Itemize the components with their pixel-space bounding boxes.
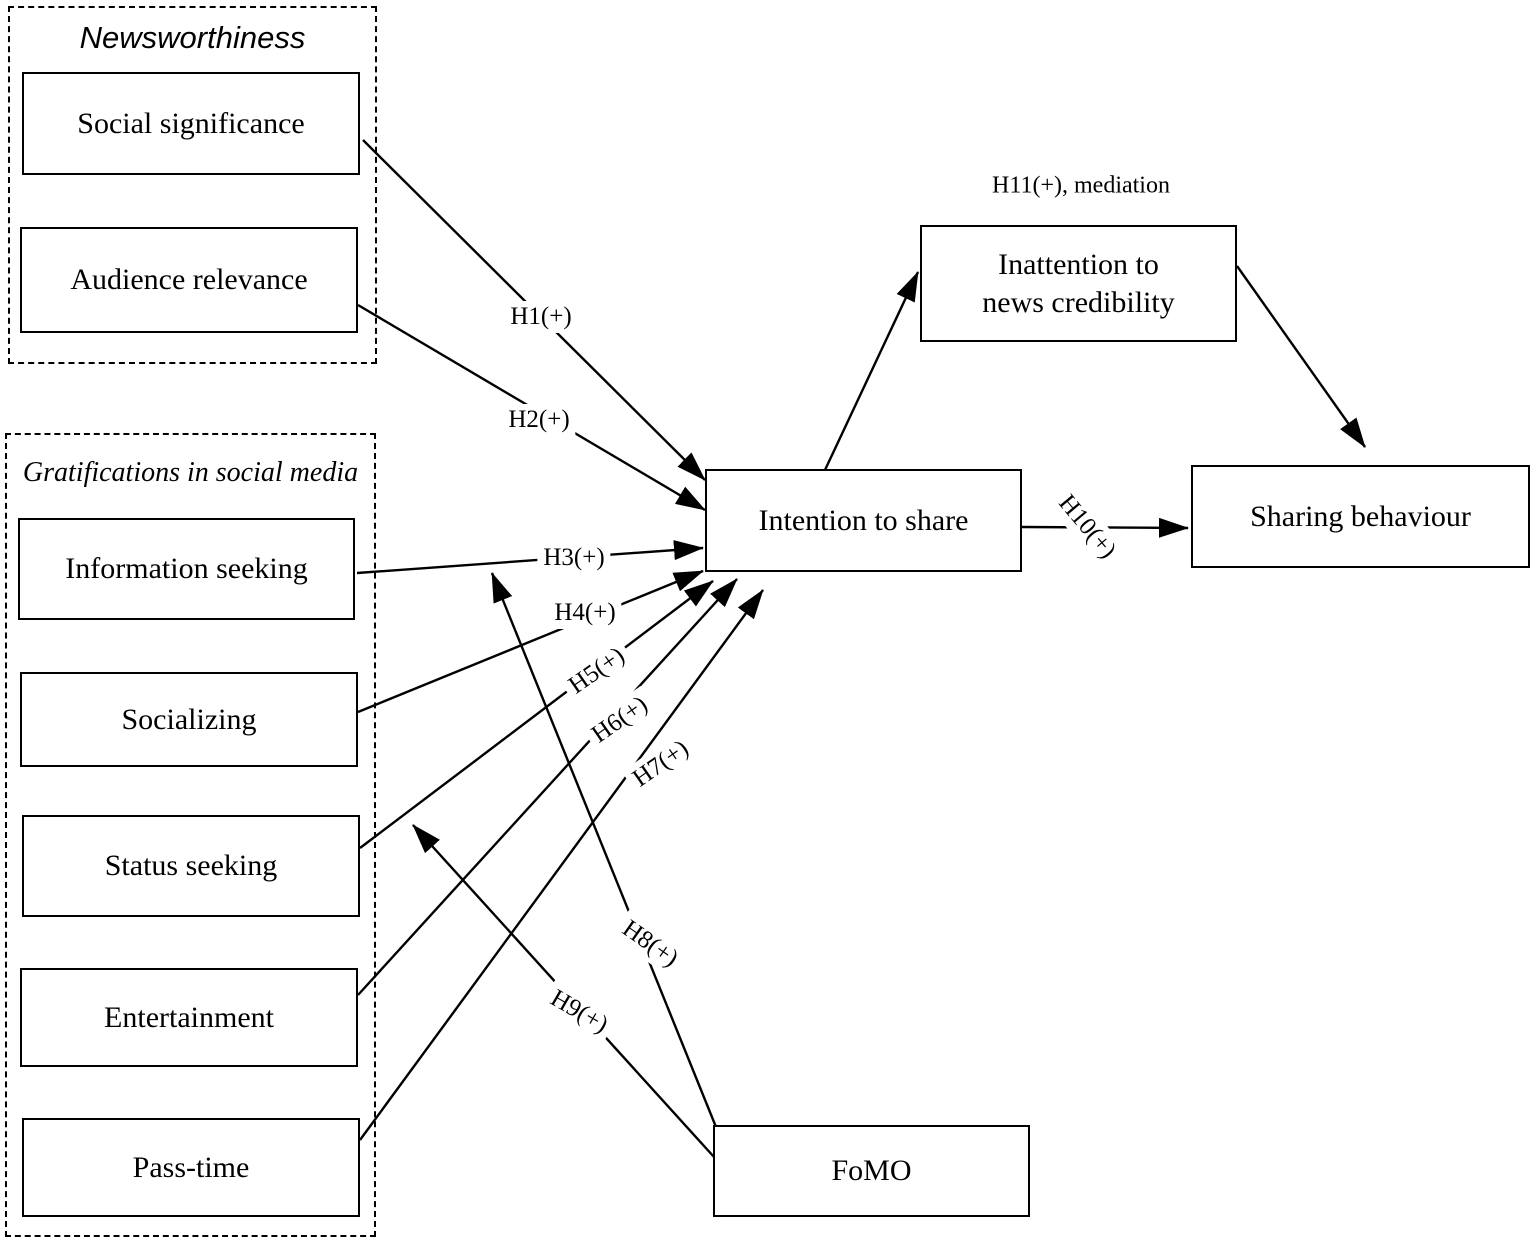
group-newsworthiness: Newsworthiness	[8, 6, 377, 364]
arrow-h5-status-seeking-to-intention	[359, 580, 714, 849]
box-audience-relevance: Audience relevance	[20, 227, 358, 333]
box-social-significance: Social significance	[22, 72, 360, 175]
box-fomo: FoMO	[713, 1125, 1030, 1217]
hypothesis-label-h4: H4(+)	[548, 597, 622, 629]
box-information-seeking: Information seeking	[18, 518, 355, 620]
arrow-h6-entertainment-to-intention	[357, 578, 738, 996]
box-intention-to-share: Intention to share	[705, 469, 1022, 572]
group-title-newsworthiness: Newsworthiness	[79, 20, 306, 55]
arrow-h7-pass-time-to-intention	[359, 589, 764, 1141]
group-gratifications: Gratifications in social media	[5, 433, 376, 1237]
hypothesis-label-h2: H2(+)	[502, 404, 576, 436]
box-pass-time: Pass-time	[22, 1118, 360, 1217]
box-status-seeking: Status seeking	[22, 815, 360, 917]
arrow-inattention-to-sharing	[1236, 265, 1366, 448]
hypothesis-label-h1: H1(+)	[504, 301, 578, 333]
box-entertainment: Entertainment	[20, 968, 358, 1067]
arrow-intention-to-inattention	[823, 271, 920, 471]
group-title-gratifications: Gratifications in social media	[22, 457, 359, 488]
arrow-h4-socializing-to-intention	[357, 569, 704, 714]
arrow-h8-fomo-to-information-seeking	[490, 572, 718, 1128]
box-socializing: Socializing	[20, 672, 358, 767]
box-sharing-behaviour: Sharing behaviour	[1191, 465, 1530, 568]
box-inattention-to-news-credibility: Inattention to news credibility	[920, 225, 1237, 342]
hypothesis-label-h11-mediation: H11(+), mediation	[986, 170, 1176, 202]
hypothesis-label-h3: H3(+)	[537, 542, 611, 574]
arrow-h3-information-seeking-to-intention	[356, 540, 704, 575]
